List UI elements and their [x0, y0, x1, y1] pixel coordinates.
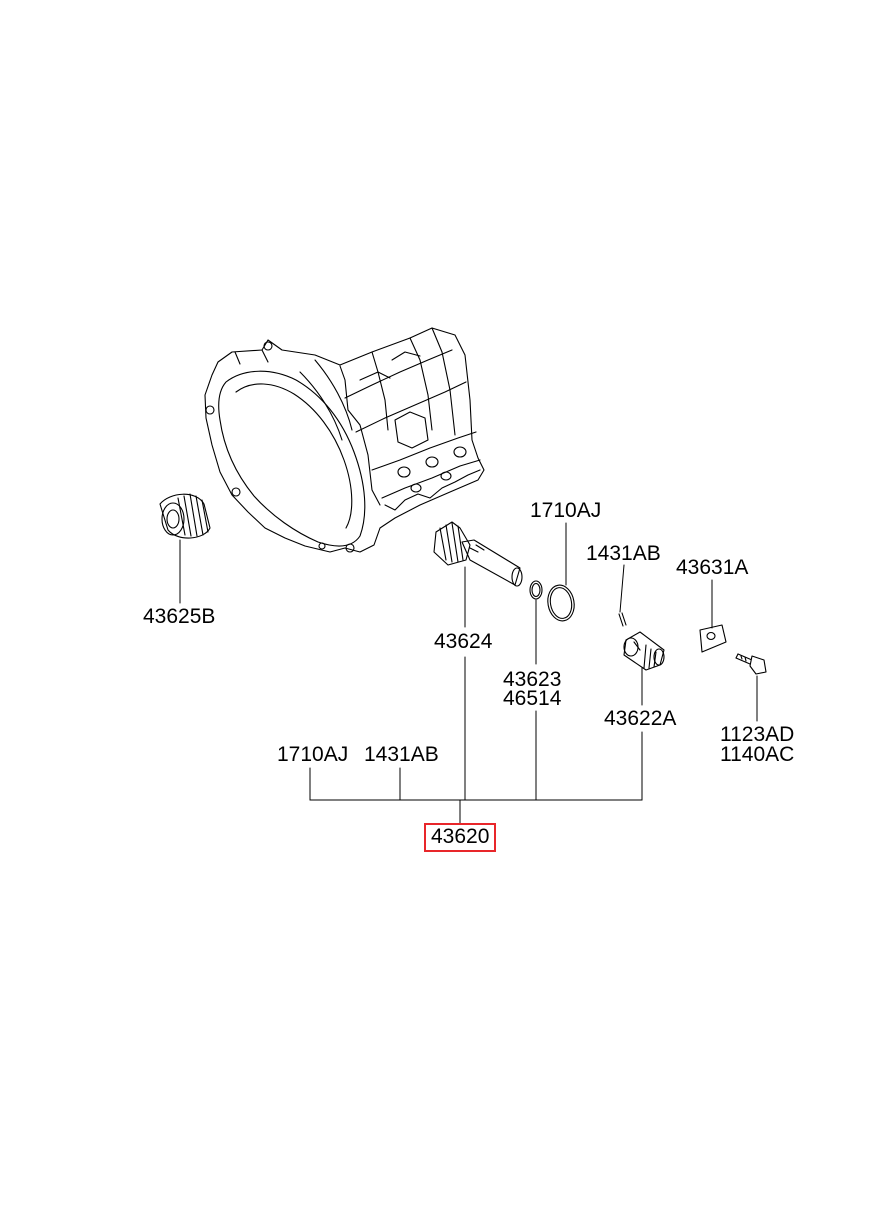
part-label-1710aj-top[interactable]: 1710AJ [530, 499, 602, 522]
part-label-1431ab-bottom[interactable]: 1431AB [364, 743, 439, 766]
sleeve-icon [623, 631, 665, 671]
part-label-43620-highlighted[interactable]: 43620 [424, 823, 497, 852]
part-label-43624[interactable]: 43624 [434, 630, 493, 653]
seal-ring-icon [529, 580, 543, 600]
part-label-1123ad[interactable]: 1123AD [720, 723, 795, 746]
part-label-43631a[interactable]: 43631A [676, 556, 749, 579]
retainer-plate-icon [699, 624, 727, 653]
part-label-43622a[interactable]: 43622A [604, 707, 677, 730]
leader-lines [179, 522, 758, 824]
part-label-43625b[interactable]: 43625B [143, 605, 216, 628]
o-ring-icon [547, 584, 575, 622]
part-label-1431ab-top[interactable]: 1431AB [586, 542, 661, 565]
part-label-43623[interactable]: 43623 [503, 668, 562, 691]
part-label-1710aj-bottom[interactable]: 1710AJ [277, 743, 349, 766]
part-label-1140ac[interactable]: 1140AC [720, 743, 795, 766]
part-label-46514[interactable]: 46514 [503, 687, 562, 710]
bushing-icon [159, 493, 211, 539]
transmission-housing-icon [204, 327, 485, 553]
pin-icon [618, 612, 627, 627]
driven-gear-icon [433, 521, 523, 587]
bolt-icon [735, 653, 767, 675]
